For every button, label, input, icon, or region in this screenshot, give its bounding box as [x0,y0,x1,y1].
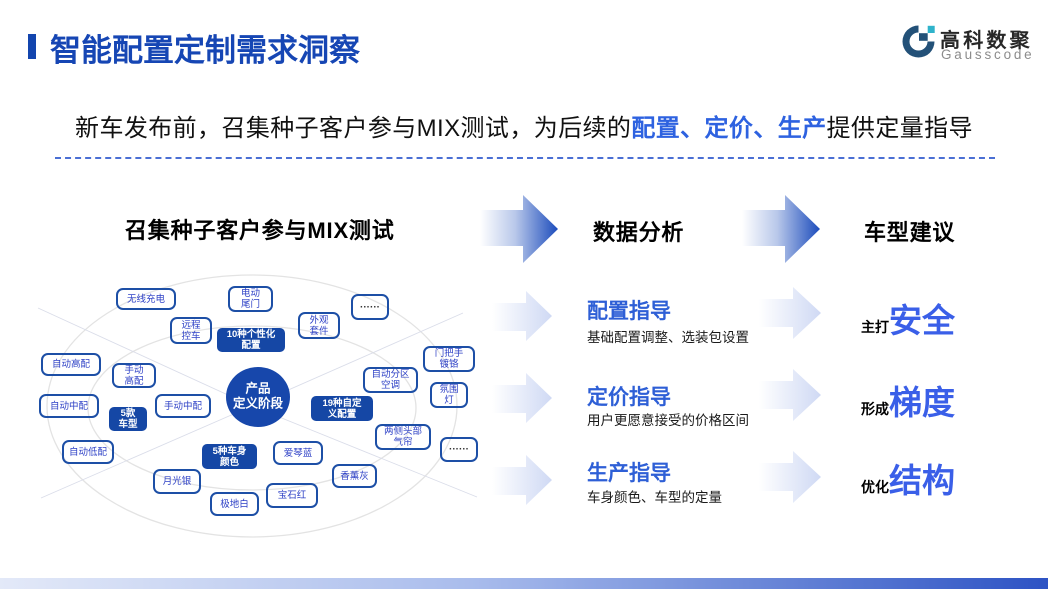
svg-text:产品: 产品 [245,381,270,396]
svg-text:定义阶段: 定义阶段 [232,396,284,411]
